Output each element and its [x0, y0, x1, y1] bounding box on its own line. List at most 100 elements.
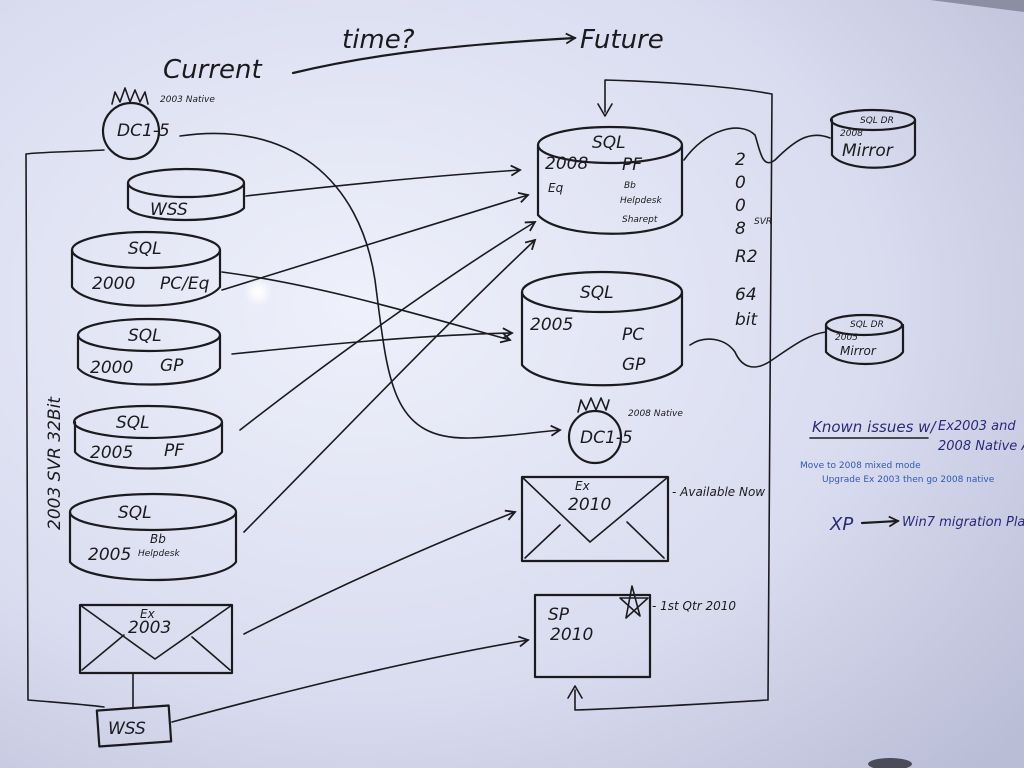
xp-win7-note: XP Win7 migration Plan	[829, 514, 1024, 535]
wss-top-label: WSS	[150, 200, 188, 220]
mirror-1-title: SQL DR	[860, 116, 894, 126]
mirror-sql-2005: SQL DR 2005 Mirror	[689, 313, 905, 368]
mirror-1-sub: 2008	[840, 129, 863, 139]
sp-2010-note: - 1st Qtr 2010	[652, 599, 736, 613]
sql-2000-gp-label: GP	[160, 356, 184, 376]
known-issues-right-1: Ex2003 and	[938, 419, 1016, 434]
marker-tray	[868, 758, 912, 768]
sql-2005-bb-label1: Bb	[150, 532, 166, 546]
arrow-sql2000pc-to-sql2005	[221, 271, 512, 344]
sql-2005-future-version: 2005	[530, 315, 573, 335]
sql-2005-bb-label2: Helpdesk	[138, 549, 180, 559]
sql-2008-left: Eq	[548, 181, 564, 195]
sql-2005-future-cylinder: SQL 2005 PC GP	[520, 270, 684, 387]
dc-current-note: 2003 Native	[160, 95, 215, 105]
sql-2008-item-4: Sharept	[622, 215, 658, 225]
timeline-arrow	[291, 32, 577, 75]
ex-2003-envelope: Ex 2003	[78, 603, 234, 675]
dc-current-head	[101, 101, 161, 161]
arrow-wss-to-sp2010	[171, 635, 530, 723]
time-question: time?	[342, 25, 415, 55]
arrow-dc-to-dc	[179, 132, 562, 439]
sp-2010-line1: SP	[548, 605, 570, 625]
known-issues-title: Known issues w/	[812, 418, 937, 436]
blue-note-2: Upgrade Ex 2003 then go 2008 native	[822, 475, 995, 485]
known-issues-note: Known issues w/ Ex2003 and 2008 Native A…	[800, 418, 1024, 485]
wss-bottom-label: WSS	[108, 719, 146, 739]
current-side-label: 2003 SVR 32Bit	[45, 396, 65, 530]
arrow-sql2005bb-to-sql2008	[243, 238, 537, 533]
sql-2008-item-2: Bb	[624, 181, 636, 191]
sql-2000-pc-label: PC/Eq	[160, 274, 210, 294]
arrow-sql2005pf-to-sql2008	[239, 221, 537, 431]
timeline-header: Current time? Future	[163, 25, 664, 85]
xp-label: XP	[829, 514, 853, 535]
dc-future-head	[567, 409, 623, 465]
dc-current-crown	[111, 87, 149, 105]
sql-2000-pc-title: SQL	[128, 239, 162, 259]
sql-2005-bb-cylinder: SQL 2005 Bb Helpdesk	[68, 492, 238, 582]
svg-text:2: 2	[735, 150, 746, 170]
xp-arrow	[860, 515, 900, 528]
sql-2008-item-3: Helpdesk	[620, 196, 662, 206]
dc-future-label: DC1-5	[580, 428, 633, 448]
dc-current: DC1-5 2003 Native	[101, 87, 215, 161]
xp-target: Win7 migration Plan	[902, 515, 1024, 530]
migration-arrows	[171, 132, 562, 723]
sql-2000-gp-title: SQL	[128, 326, 162, 346]
sql-2005-future-item-1: PC	[622, 325, 644, 345]
svg-text:8: 8	[735, 219, 746, 239]
sql-2005-pf-label: PF	[164, 441, 184, 461]
arrow-sql2000gp-to-sql2005	[231, 327, 514, 355]
svg-text:R2: R2	[735, 247, 758, 267]
mirror-2-label: Mirror	[840, 344, 877, 358]
sql-2005-pf-title: SQL	[116, 413, 150, 433]
sql-2008-version: 2008	[545, 154, 588, 174]
dc-future-note: 2008 Native	[628, 409, 683, 419]
dc-future: DC1-5 2008 Native	[567, 397, 683, 465]
sql-2005-bb-version: 2005	[88, 545, 131, 565]
svg-text:0: 0	[735, 173, 746, 193]
future-bottom-arrow-head	[567, 685, 583, 699]
wss-top-cylinder: WSS	[126, 167, 246, 222]
blue-note-1: Move to 2008 mixed mode	[800, 461, 921, 471]
mirror-2-sub: 2005	[835, 333, 858, 343]
ex-2010-line1: Ex	[575, 479, 591, 493]
svg-text:0: 0	[735, 196, 746, 216]
dc-future-crown	[577, 397, 610, 413]
dc-current-label: DC1-5	[117, 121, 170, 141]
mirror-sql-2008: SQL DR 2008 Mirror	[683, 108, 917, 169]
mirror-1-label: Mirror	[842, 141, 894, 161]
mirror-2-title: SQL DR	[850, 320, 884, 330]
ex-2003-line2: 2003	[128, 618, 171, 638]
ex-2010-envelope: Ex 2010 - Available Now	[520, 475, 765, 563]
sp-2010-box: SP 2010 - 1st Qtr 2010	[533, 585, 736, 679]
sql-2005-future-title: SQL	[580, 283, 614, 303]
sql-2000-gp-version: 2000	[90, 358, 133, 378]
arrow-wss-to-sql2008	[245, 164, 522, 197]
sql-2005-pf-cylinder: SQL 2005 PF	[72, 404, 224, 470]
arrow-ex2003-to-ex2010	[243, 509, 517, 635]
sp-2010-line2: 2010	[550, 625, 593, 645]
known-issues-right-2: 2008 Native AD	[938, 439, 1024, 454]
sql-2000-pc-version: 2000	[92, 274, 135, 294]
svg-text:64: 64	[735, 285, 757, 305]
wss-bottom-box: WSS	[95, 673, 173, 748]
current-boundary	[25, 149, 105, 708]
sql-2000-pc-cylinder: SQL 2000 PC/Eq	[70, 230, 222, 307]
future-boundary	[574, 79, 773, 711]
board-corner	[930, 0, 1024, 12]
ex-2003-line1: Ex	[140, 607, 156, 621]
sql-2008-item-1: PF	[622, 155, 642, 175]
sql-2005-pf-version: 2005	[90, 443, 133, 463]
future-side-label: 2 0 0 8 SVR R2 64 bit	[735, 150, 772, 330]
ex-2010-line2: 2010	[568, 495, 611, 515]
star-icon	[619, 585, 649, 619]
sql-2005-future-item-2: GP	[622, 355, 646, 375]
sql-2008-title: SQL	[592, 133, 626, 153]
current-label: Current	[163, 55, 262, 85]
svg-text:SVR: SVR	[754, 217, 772, 227]
sql-2008-future-cylinder: SQL 2008 Eq PF Bb Helpdesk Sharept	[536, 125, 684, 235]
svg-text:bit: bit	[735, 310, 759, 330]
